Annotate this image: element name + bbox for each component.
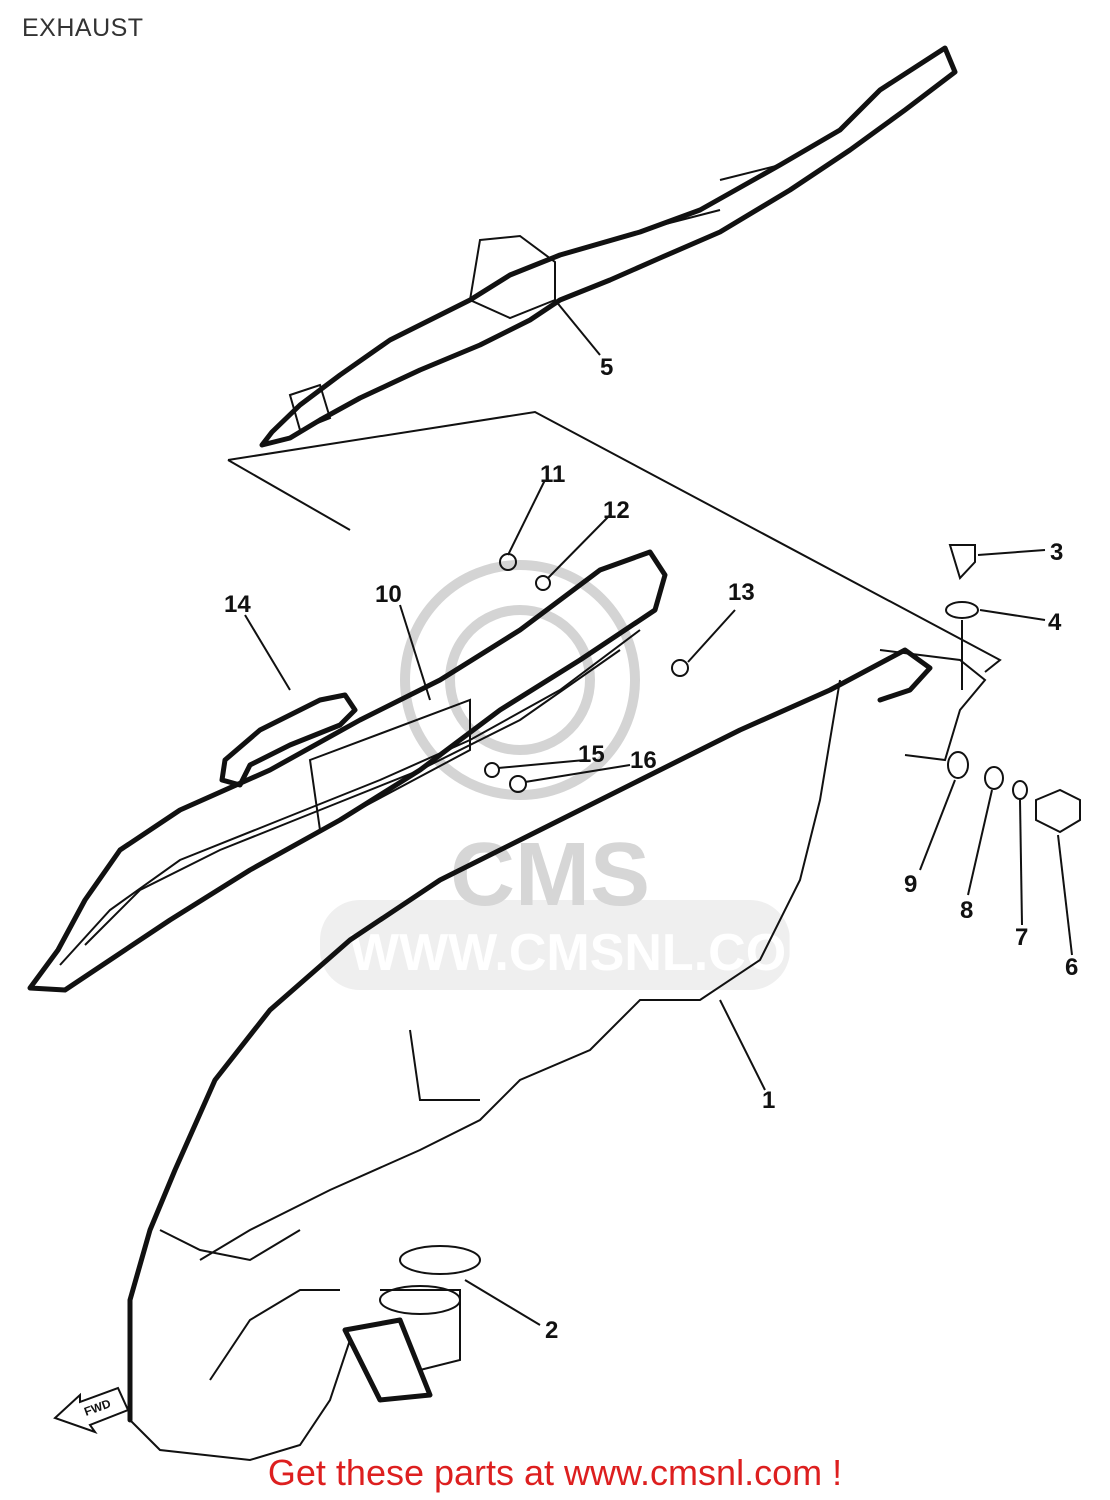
part-2-exhaust-flange (342, 1245, 481, 1403)
callout-7: 7 (1015, 924, 1028, 951)
callout-1: 1 (762, 1087, 775, 1114)
part-1-expansion-chamber (127, 647, 987, 1462)
callout-14: 14 (224, 591, 251, 618)
hardware-parts (484, 544, 1081, 834)
callout-12: 12 (603, 497, 630, 524)
leader-lines (244, 299, 1073, 1326)
callout-4: 4 (1048, 609, 1062, 636)
callout-10: 10 (375, 581, 402, 608)
callout-5: 5 (600, 354, 613, 381)
cms-watermark: CMS WWW.CMSNL.COM (320, 560, 829, 990)
footer-link-text[interactable]: Get these parts at www.cmsnl.com ! (267, 1452, 843, 1493)
callout-3: 3 (1050, 539, 1063, 566)
callout-6b: 6 (1065, 954, 1078, 981)
watermark-logo: CMS (450, 825, 650, 925)
fwd-arrow-icon: FWD (53, 1386, 130, 1434)
callout-16: 16 (630, 747, 657, 774)
callout-9: 9 (904, 871, 917, 898)
part-5-silencer (259, 45, 958, 448)
callout-13: 13 (728, 579, 755, 606)
callout-8: 8 (960, 897, 973, 924)
watermark-url: WWW.CMSNL.COM (350, 924, 829, 982)
part-10-heat-guard (27, 549, 668, 993)
callout-2: 2 (545, 1317, 558, 1344)
page-title: EXHAUST (22, 14, 144, 42)
part-14-bracket-plate (219, 692, 358, 788)
callout-15: 15 (578, 741, 605, 768)
callout-11: 11 (540, 461, 565, 488)
